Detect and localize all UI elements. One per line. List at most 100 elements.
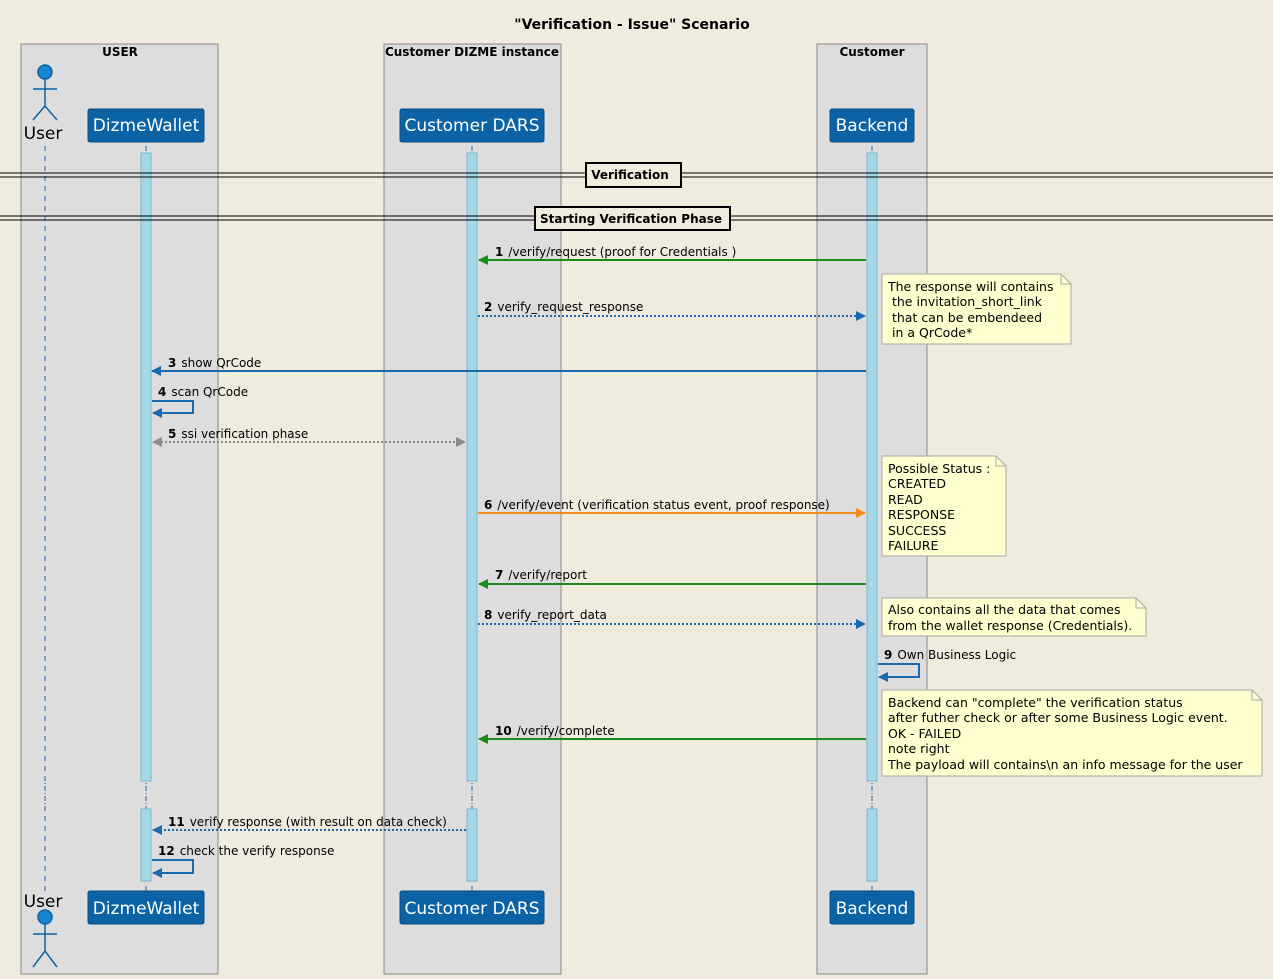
note-report-line-1: Also contains all the data that comes <box>888 602 1121 617</box>
note-complete-line-2: after futher check or after some Busines… <box>888 710 1228 725</box>
svg-text:6/verify/event (verification s: 6/verify/event (verification status even… <box>484 498 830 512</box>
message-1: 1/verify/request (proof for Credentials … <box>478 245 866 265</box>
message-6-label: /verify/event (verification status event… <box>497 498 829 512</box>
message-5-number: 5 <box>168 427 176 441</box>
message-12-number: 12 <box>158 844 175 858</box>
message-2-label: verify_request_response <box>497 300 643 314</box>
message-1-label: /verify/request (proof for Credentials ) <box>508 245 736 259</box>
note-complete-line-1: Backend can "complete" the verification … <box>888 695 1183 710</box>
message-7: 7/verify/report <box>478 568 866 589</box>
activation-dars-2 <box>466 808 478 882</box>
participant-wallet-top: DizmeWallet <box>87 108 205 143</box>
note-response-line-1: The response will contains <box>887 279 1054 294</box>
note-status: Possible Status : CREATED READ RESPONSE … <box>881 455 1007 557</box>
divider-starting-phase: Starting Verification Phase <box>0 206 1273 231</box>
actor-user-bottom: User <box>24 892 63 968</box>
participant-backend-label-bottom: Backend <box>836 899 909 919</box>
message-3: 3 show QrCode <box>151 356 866 376</box>
participant-wallet-bottom: DizmeWallet <box>87 890 205 925</box>
note-complete-line-4: note right <box>888 741 950 756</box>
message-4-label: scan QrCode <box>171 385 248 399</box>
participant-wallet-label-bottom: DizmeWallet <box>93 899 200 919</box>
participant-backend-top: Backend <box>829 108 915 143</box>
message-10: 10/verify/complete <box>478 724 866 744</box>
message-7-label: /verify/report <box>508 568 587 582</box>
note-report: Also contains all the data that comes fr… <box>881 597 1147 637</box>
actor-user-top: User <box>24 64 63 144</box>
message-1-number: 1 <box>495 245 503 259</box>
divider-verification: Verification <box>0 162 1273 188</box>
note-complete: Backend can "complete" the verification … <box>881 689 1263 777</box>
svg-text:Possible Status : CREATE: Possible Status : CREATED READ RESPONSE … <box>888 461 994 553</box>
svg-text:1/verify/request (proof for Cr: 1/verify/request (proof for Credentials … <box>495 245 736 259</box>
actor-user-icon-bottom <box>32 909 58 968</box>
note-response-line-2: the invitation_short_link <box>888 294 1043 309</box>
svg-text:Also contains all the data tha: Also contains all the data that comes fr… <box>888 602 1132 633</box>
box-user: USER <box>20 43 219 975</box>
message-11-label: verify response (with result on data che… <box>190 815 447 829</box>
message-4: 4 scan QrCode <box>152 385 248 418</box>
message-3-number: 3 <box>168 356 176 370</box>
message-8: 8 verify_report_data <box>478 608 866 629</box>
box-dizme-label: Customer DIZME instance <box>385 45 559 59</box>
participant-user-label: User <box>24 124 63 144</box>
participant-dars-label-bottom: Customer DARS <box>404 899 539 919</box>
box-user-label: USER <box>102 45 138 59</box>
activation-dars-1 <box>466 152 478 782</box>
note-status-line-4: RESPONSE <box>888 507 955 522</box>
message-3-label: show QrCode <box>181 356 261 370</box>
participant-dars-top: Customer DARS <box>399 108 545 143</box>
note-response: The response will contains the invitatio… <box>881 273 1072 345</box>
message-9-label: Own Business Logic <box>897 648 1016 662</box>
message-9: 9 Own Business Logic <box>878 648 1016 682</box>
note-complete-line-5: The payload will contains\n an info mess… <box>887 757 1243 772</box>
activation-wallet-1 <box>140 152 152 782</box>
message-8-number: 8 <box>484 608 492 622</box>
note-report-line-2: from the wallet response (Credentials). <box>888 618 1132 633</box>
message-10-number: 10 <box>495 724 512 738</box>
divider-starting-label: Starting Verification Phase <box>540 212 722 226</box>
participant-user-label-bottom: User <box>24 892 63 912</box>
message-11-number: 11 <box>168 815 185 829</box>
note-status-line-1: Possible Status : <box>888 461 990 476</box>
diagram-title: "Verification - Issue" Scenario <box>514 17 750 33</box>
activation-backend-1 <box>866 152 878 782</box>
activation-wallet-2 <box>140 808 152 882</box>
svg-text:Backend can "complete" the ver: Backend can "complete" the verification … <box>887 695 1243 772</box>
svg-text:10/verify/complete: 10/verify/complete <box>495 724 615 738</box>
message-5-label: ssi verification phase <box>181 427 308 441</box>
message-9-number: 9 <box>884 648 892 662</box>
participant-dars-bottom: Customer DARS <box>399 890 545 925</box>
note-status-line-2: CREATED <box>888 476 946 491</box>
message-4-number: 4 <box>158 385 166 399</box>
note-status-line-3: READ <box>888 492 923 507</box>
note-complete-line-3: OK - FAILED <box>888 726 961 741</box>
message-12-label: check the verify response <box>180 844 335 858</box>
divider-verification-label: Verification <box>591 168 669 182</box>
note-status-line-6: FAILURE <box>888 538 938 553</box>
actor-user-icon <box>32 64 58 121</box>
message-10-label: /verify/complete <box>517 724 615 738</box>
message-11: 11 verify response (with result on data c… <box>152 815 466 835</box>
activation-backend-2 <box>866 808 878 882</box>
note-status-line-5: SUCCESS <box>888 523 946 538</box>
message-12: 12 check the verify response <box>152 844 334 878</box>
message-6-number: 6 <box>484 498 492 512</box>
message-8-label: verify_report_data <box>497 608 607 622</box>
message-7-number: 7 <box>495 568 503 582</box>
message-6: 6/verify/event (verification status even… <box>478 498 866 518</box>
participant-backend-bottom: Backend <box>829 890 915 925</box>
delay-gap <box>44 783 873 808</box>
message-5: 5 ssi verification phase <box>152 427 466 447</box>
participant-backend-label: Backend <box>836 116 909 136</box>
